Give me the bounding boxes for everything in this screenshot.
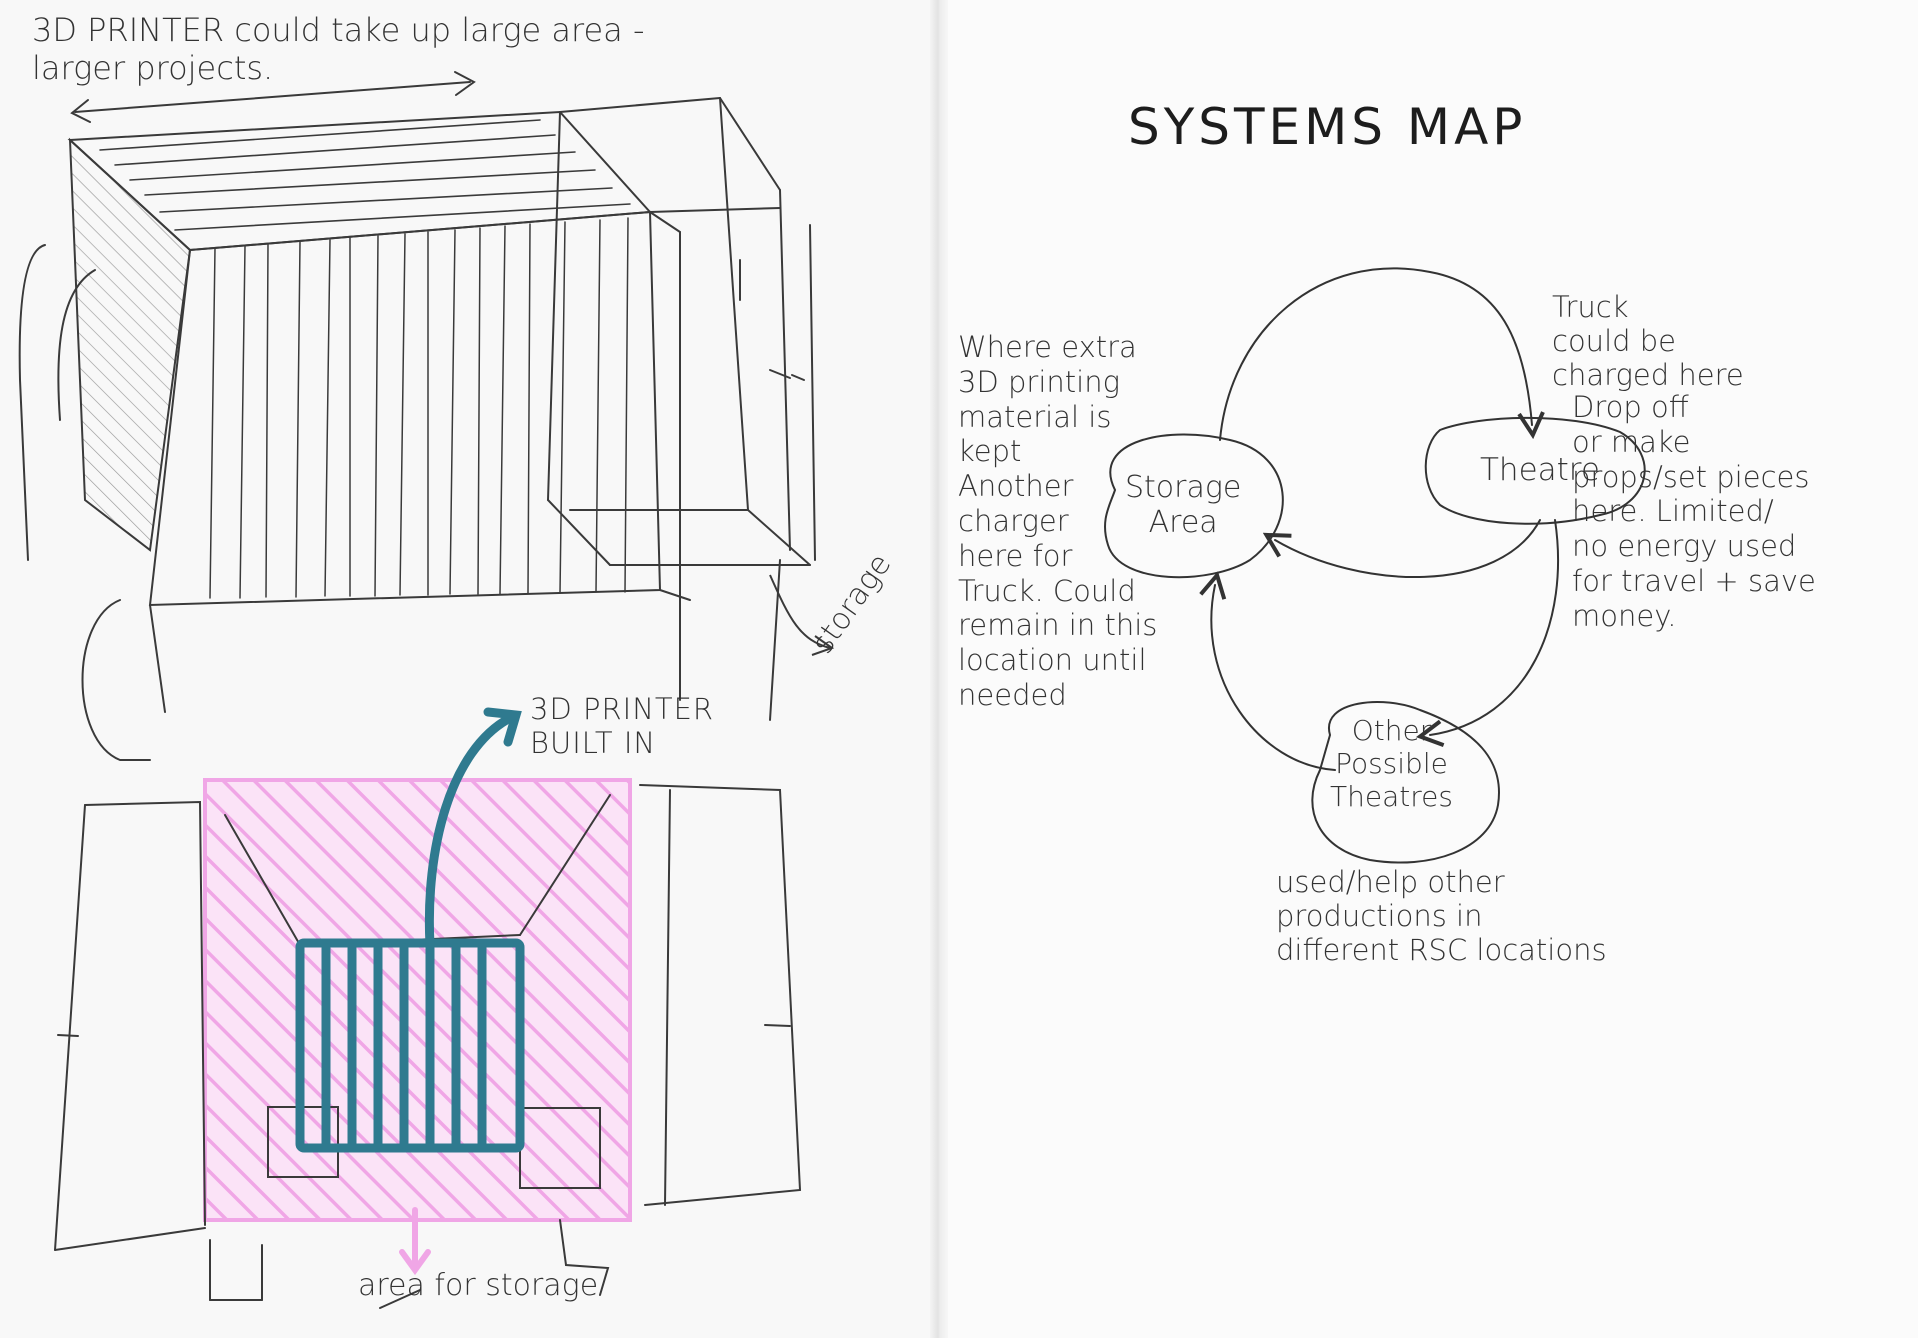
area-storage-pointer-arrow	[399, 1207, 431, 1276]
truck-top-view-sketch	[54, 707, 802, 1309]
3d-printer-icon	[295, 707, 525, 1153]
arrow-storage-to-theatre	[1219, 267, 1532, 441]
notebook-gutter	[930, 0, 948, 1338]
printer-pointer-arrow	[424, 713, 515, 950]
theatre-note: Drop off or make props/set pieces here. …	[1572, 390, 1816, 633]
systems-map-diagram	[1104, 267, 1646, 864]
arrow-other-to-storage	[1211, 585, 1336, 771]
other-theatres-node	[1311, 701, 1500, 864]
other-theatres-note: used/help other productions in different…	[1276, 865, 1607, 968]
arrow-theatre-to-other	[1430, 519, 1559, 735]
truck-perspective-sketch	[18, 71, 816, 761]
right-page	[938, 0, 1918, 1338]
storage-area-note: Where extra 3D printing material is kept…	[958, 330, 1158, 712]
printer-size-note: 3D PRINTER could take up large area - la…	[32, 11, 645, 87]
other-theatres-node-label: Other Possible Theatres	[1330, 714, 1453, 814]
storage-area-node-label: Storage Area	[1125, 470, 1242, 541]
width-arrow-right-head	[454, 71, 476, 96]
theatre-node	[1424, 416, 1646, 525]
arrow-theatre-to-storage	[1275, 519, 1541, 578]
width-arrow-left-head	[70, 99, 91, 123]
printer-built-in-label: 3D PRINTER BUILT IN	[530, 692, 715, 761]
systems-map-title: SYSTEMS MAP	[1128, 98, 1527, 156]
truck-charging-note: Truck could be charged here	[1552, 290, 1744, 393]
theatre-node-label: Theatre	[1480, 452, 1600, 488]
area-for-storage-label: area for storage	[358, 1268, 599, 1303]
storage-pointer-arrow	[769, 574, 831, 649]
width-arrow	[74, 81, 471, 113]
